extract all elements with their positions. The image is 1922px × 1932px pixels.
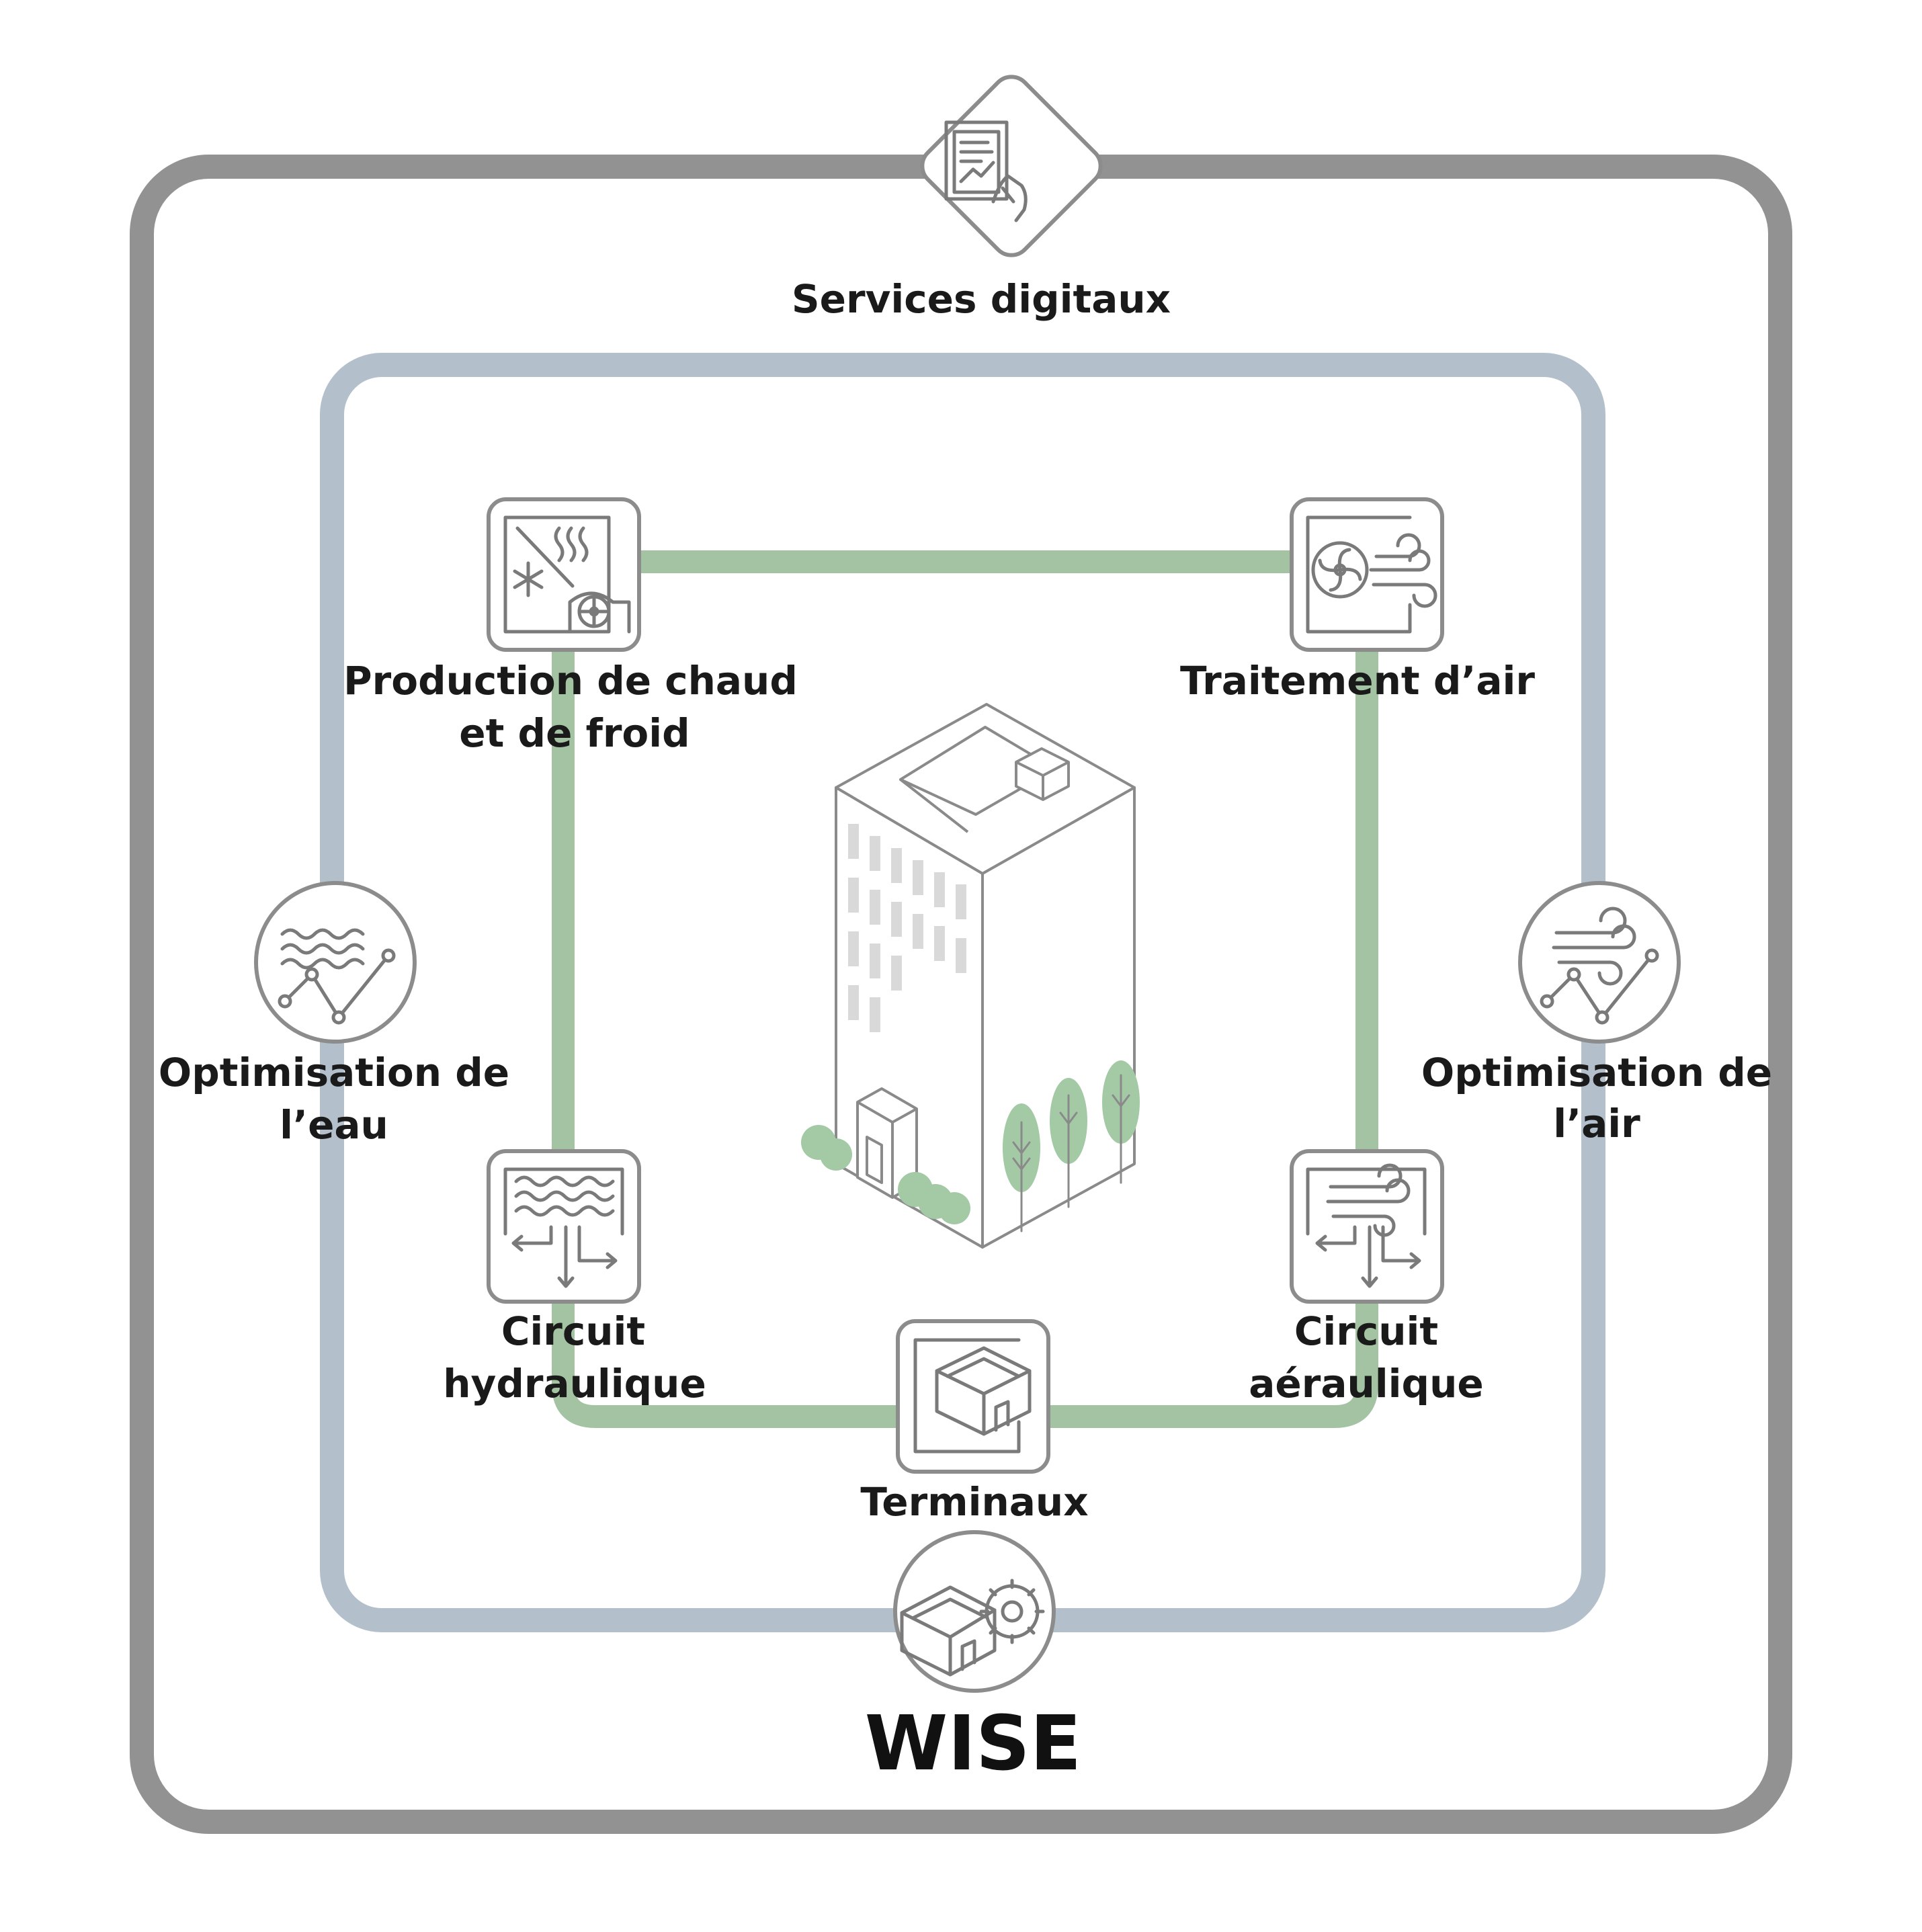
air-circuit-icon bbox=[1306, 1163, 1427, 1288]
terminaux-label: Terminaux bbox=[860, 1479, 1088, 1525]
traitement-node[interactable]: Traitement d’air bbox=[1180, 497, 1535, 704]
green-loop bbox=[552, 550, 1378, 1428]
hydraulique-label-line2: hydraulique bbox=[443, 1361, 706, 1406]
hydraulique-label-line1: Circuit bbox=[501, 1308, 645, 1354]
opt-air-label-line2: l’air bbox=[1553, 1101, 1640, 1146]
wise-node[interactable]: WISE bbox=[865, 1530, 1081, 1788]
wise-label: WISE bbox=[865, 1700, 1081, 1788]
services-node[interactable]: Services digitaux bbox=[792, 69, 1171, 322]
air-optimization-icon bbox=[1540, 907, 1659, 1025]
traitement-label: Traitement d’air bbox=[1180, 658, 1535, 704]
production-label-line1: Production de chaud bbox=[343, 658, 798, 704]
aeraulique-label-line1: Circuit bbox=[1294, 1308, 1438, 1354]
opt-eau-label-line2: l’eau bbox=[280, 1102, 388, 1148]
trees-decoration bbox=[801, 1060, 1140, 1232]
terminaux-node[interactable]: Terminaux bbox=[860, 1319, 1089, 1525]
production-node[interactable]: Production de chaud et de froid bbox=[343, 497, 798, 756]
production-label-line2: et de froid bbox=[459, 710, 690, 756]
aeraulique-node[interactable]: Circuit aéraulique bbox=[1249, 1149, 1484, 1406]
opt-air-node[interactable]: Optimisation de l’air bbox=[1421, 881, 1772, 1146]
document-chart-hand-icon bbox=[944, 120, 1028, 222]
hydraulique-node[interactable]: Circuit hydraulique bbox=[443, 1149, 706, 1406]
aeraulique-label-line2: aéraulique bbox=[1249, 1361, 1483, 1406]
room-terminal-icon bbox=[913, 1338, 1032, 1454]
services-label: Services digitaux bbox=[792, 276, 1171, 322]
room-gear-icon bbox=[900, 1579, 1045, 1677]
opt-air-label-line1: Optimisation de bbox=[1421, 1050, 1772, 1095]
opt-eau-label-line1: Optimisation de bbox=[159, 1050, 509, 1095]
hydraulic-circuit-icon bbox=[503, 1167, 624, 1288]
heat-cold-production-icon bbox=[503, 515, 631, 634]
office-building-icon bbox=[835, 703, 1136, 1249]
opt-eau-node[interactable]: Optimisation de l’eau bbox=[159, 881, 509, 1148]
air-handling-fan-icon bbox=[1306, 515, 1437, 634]
water-optimization-icon bbox=[278, 928, 396, 1025]
